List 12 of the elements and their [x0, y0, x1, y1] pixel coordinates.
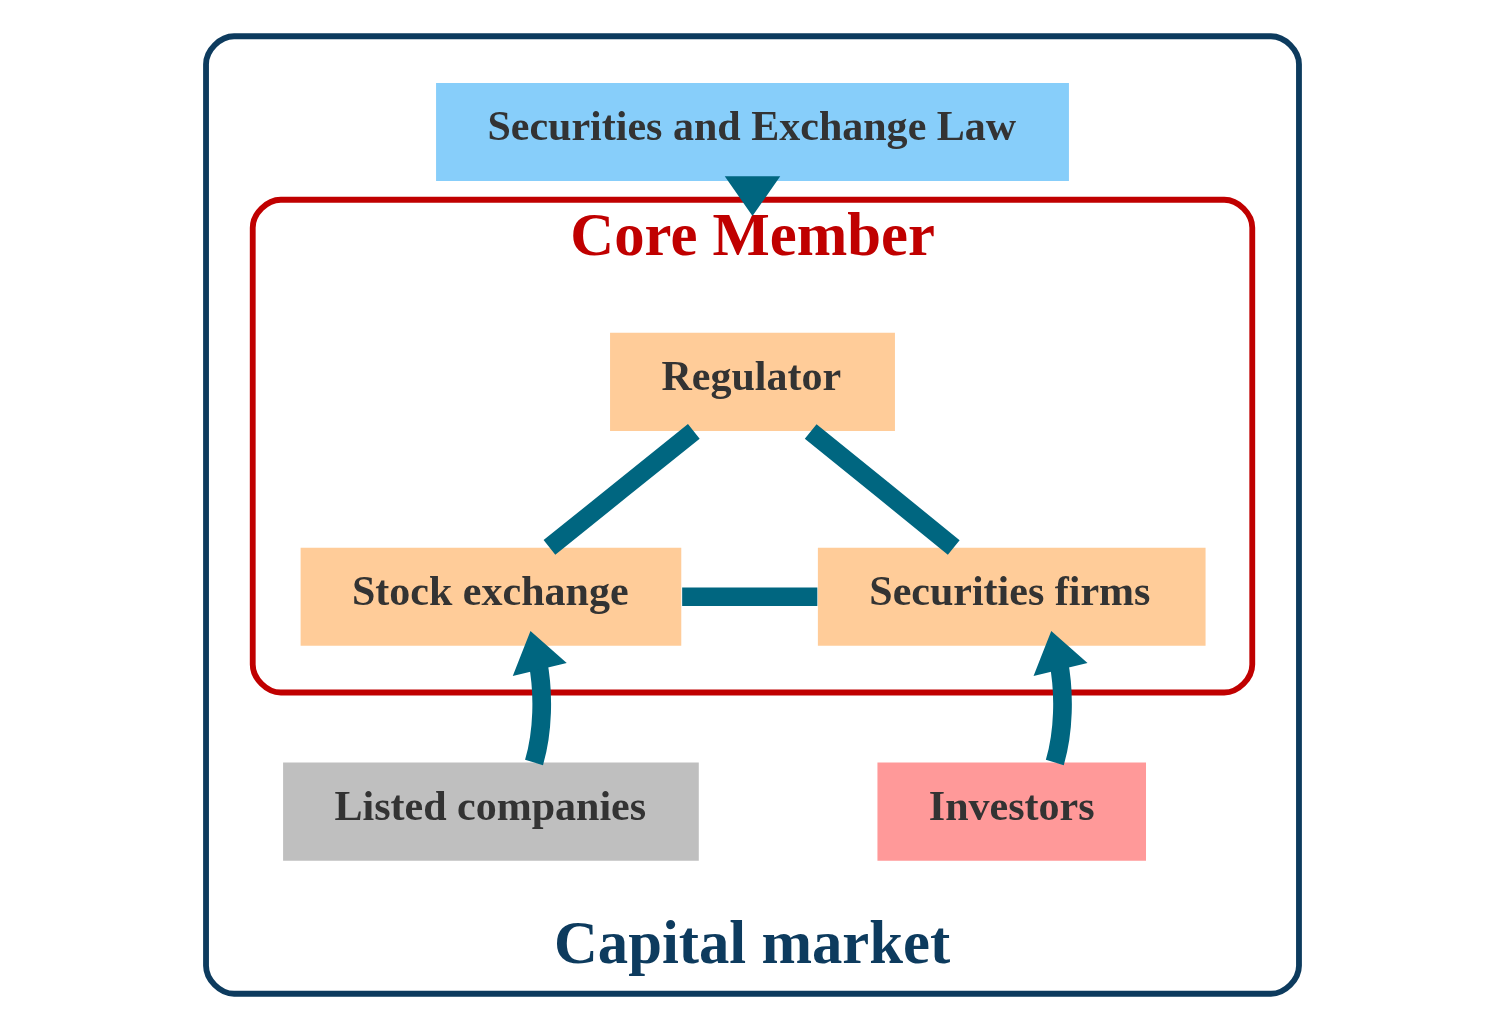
arrow — [724, 176, 780, 217]
node-box: Securities and Exchange Law — [435, 82, 1069, 182]
connector — [543, 424, 700, 555]
node-box: Listed companies — [282, 762, 699, 861]
node-box: Investors — [876, 762, 1146, 861]
arrow — [512, 630, 567, 765]
arrow — [1033, 630, 1087, 765]
connector — [681, 587, 817, 607]
connector — [804, 424, 960, 555]
node-box: Securities firms — [817, 547, 1206, 646]
node-box: Stock exchange — [300, 547, 681, 646]
node-box: Regulator — [609, 332, 895, 431]
